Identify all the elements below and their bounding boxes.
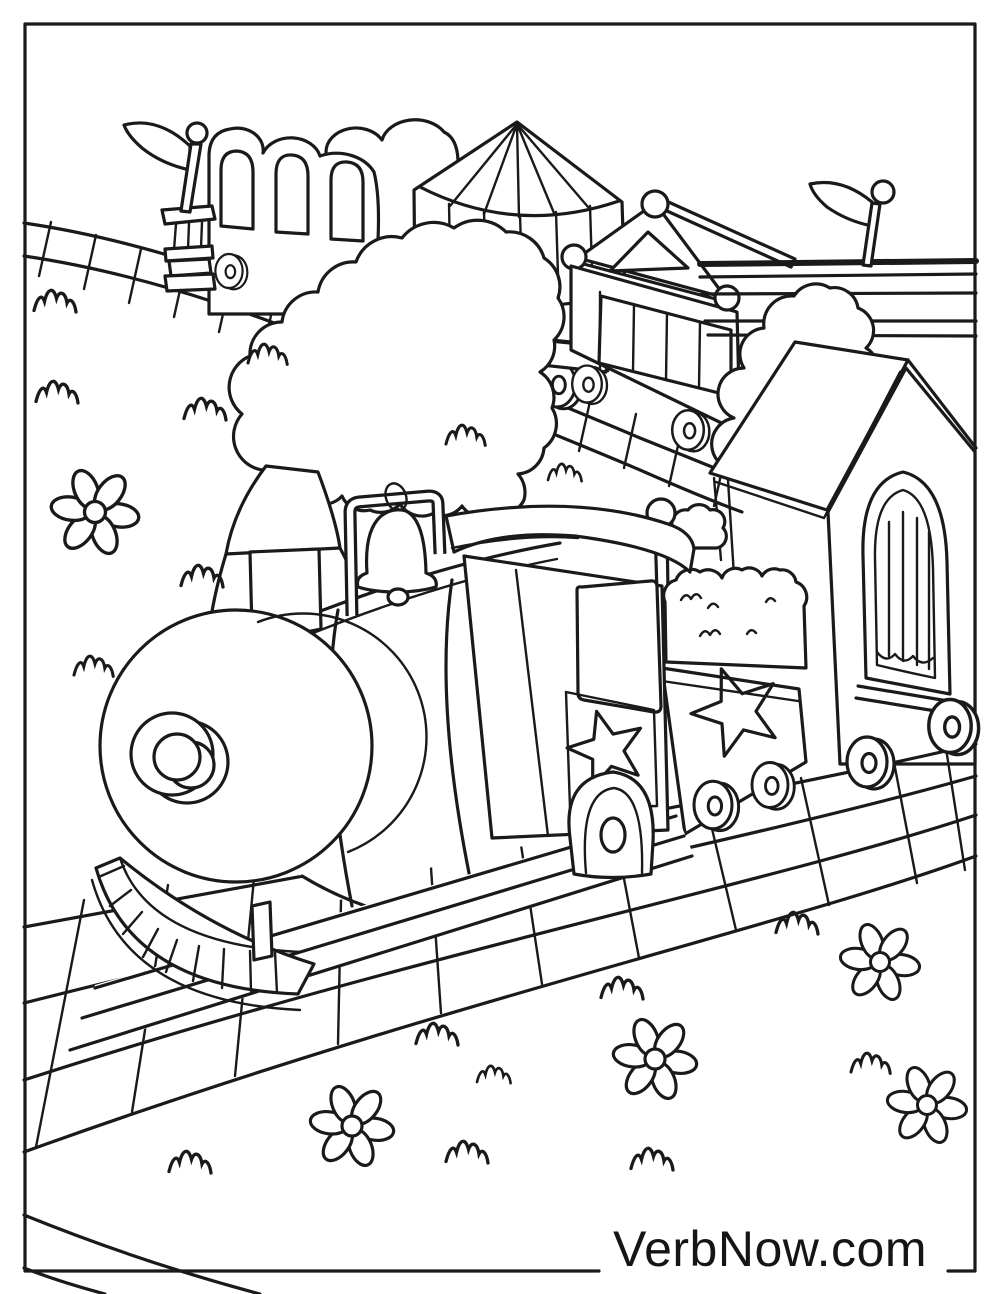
window-inner-frame — [873, 488, 937, 680]
grass-tuft — [629, 1146, 675, 1172]
bell — [355, 508, 438, 594]
boiler-front — [98, 608, 374, 884]
window-curtain-lines — [887, 510, 931, 671]
tent-cone-stripes — [448, 122, 590, 219]
watermark-text: VerbNow.com — [613, 1221, 927, 1277]
grass-tuft — [546, 462, 583, 483]
grass-tuft — [72, 654, 115, 678]
bell-bracket-inner — [346, 492, 444, 617]
page-border — [23, 22, 977, 1273]
platform-step-2 — [163, 272, 217, 293]
pennant-flag-left — [122, 121, 192, 172]
platform-balusters — [172, 220, 204, 252]
flag-pole-right — [861, 201, 882, 268]
platform-rail — [163, 244, 215, 263]
wagon-window-2 — [274, 153, 310, 236]
cab-window — [575, 579, 663, 714]
wagon-window-1 — [219, 149, 255, 231]
grass-tuft — [444, 1139, 490, 1165]
tender-star — [689, 667, 777, 758]
daisy-flower — [610, 1014, 700, 1104]
flag-pole-ball-left — [185, 121, 209, 145]
daisy-flower — [884, 1062, 970, 1148]
cowcatcher-stripes — [99, 864, 279, 995]
pennant-flag-right-group — [808, 179, 896, 268]
window-curtain-hem — [875, 650, 935, 664]
locomotive-cab — [444, 504, 696, 880]
platform-roof — [160, 204, 217, 226]
grass-tuft — [167, 1149, 213, 1175]
finial-ball-top — [640, 189, 670, 219]
cab-panel — [564, 690, 659, 810]
tender-wheel — [692, 779, 741, 833]
cowcatcher-rim — [90, 878, 302, 1012]
flag-pole-ball-right — [870, 179, 896, 205]
daisy-flower — [48, 465, 142, 559]
grass-tuft — [849, 1051, 892, 1075]
grass-tuft — [32, 288, 78, 314]
cab-star — [565, 709, 643, 789]
finial-ball-right — [713, 284, 741, 312]
coal-heap — [662, 566, 809, 670]
wagon-car-wheel — [571, 364, 609, 406]
bell-clapper — [386, 587, 410, 607]
far-wheel — [845, 735, 896, 791]
cab-corner-line — [514, 568, 550, 838]
cab-wheel-hub — [599, 816, 627, 854]
grass-tuft — [599, 975, 645, 1001]
headlight-lens — [152, 732, 202, 782]
far-wheel — [927, 697, 981, 757]
wagon-window-3 — [329, 160, 365, 243]
cab-wheel-inner — [583, 786, 644, 875]
corner-rails — [22, 1213, 262, 1294]
grass-tuft — [774, 910, 820, 936]
daisy-flower — [307, 1081, 397, 1171]
pediment-inner-triangle — [608, 230, 690, 273]
window-dividers — [631, 303, 702, 390]
wagon-car-wheel — [670, 408, 711, 453]
lower-rail-4 — [22, 854, 978, 1154]
tender-wheel — [750, 761, 796, 811]
frame-step — [250, 900, 274, 962]
pennant-flag-right — [808, 180, 874, 228]
grass-tuft — [34, 379, 80, 405]
circus-wagon-car — [560, 189, 797, 453]
bell-group — [343, 482, 447, 617]
grass-tuft — [182, 396, 228, 422]
daisy-flower — [837, 919, 923, 1005]
grass-tuft — [475, 1064, 512, 1085]
fence-rail-top — [697, 258, 979, 267]
coal-marks — [679, 593, 777, 638]
cab-canopy-edge — [450, 535, 580, 550]
footplate-fill — [68, 813, 694, 1053]
boiler-front-rim — [256, 612, 428, 854]
lower-rail-3 — [22, 813, 978, 1082]
grass-tuft — [414, 1021, 460, 1047]
tender-bin-lip — [660, 679, 800, 703]
station-house — [666, 340, 978, 766]
wagon-wheel — [214, 252, 249, 291]
cab-canopy — [444, 504, 696, 574]
